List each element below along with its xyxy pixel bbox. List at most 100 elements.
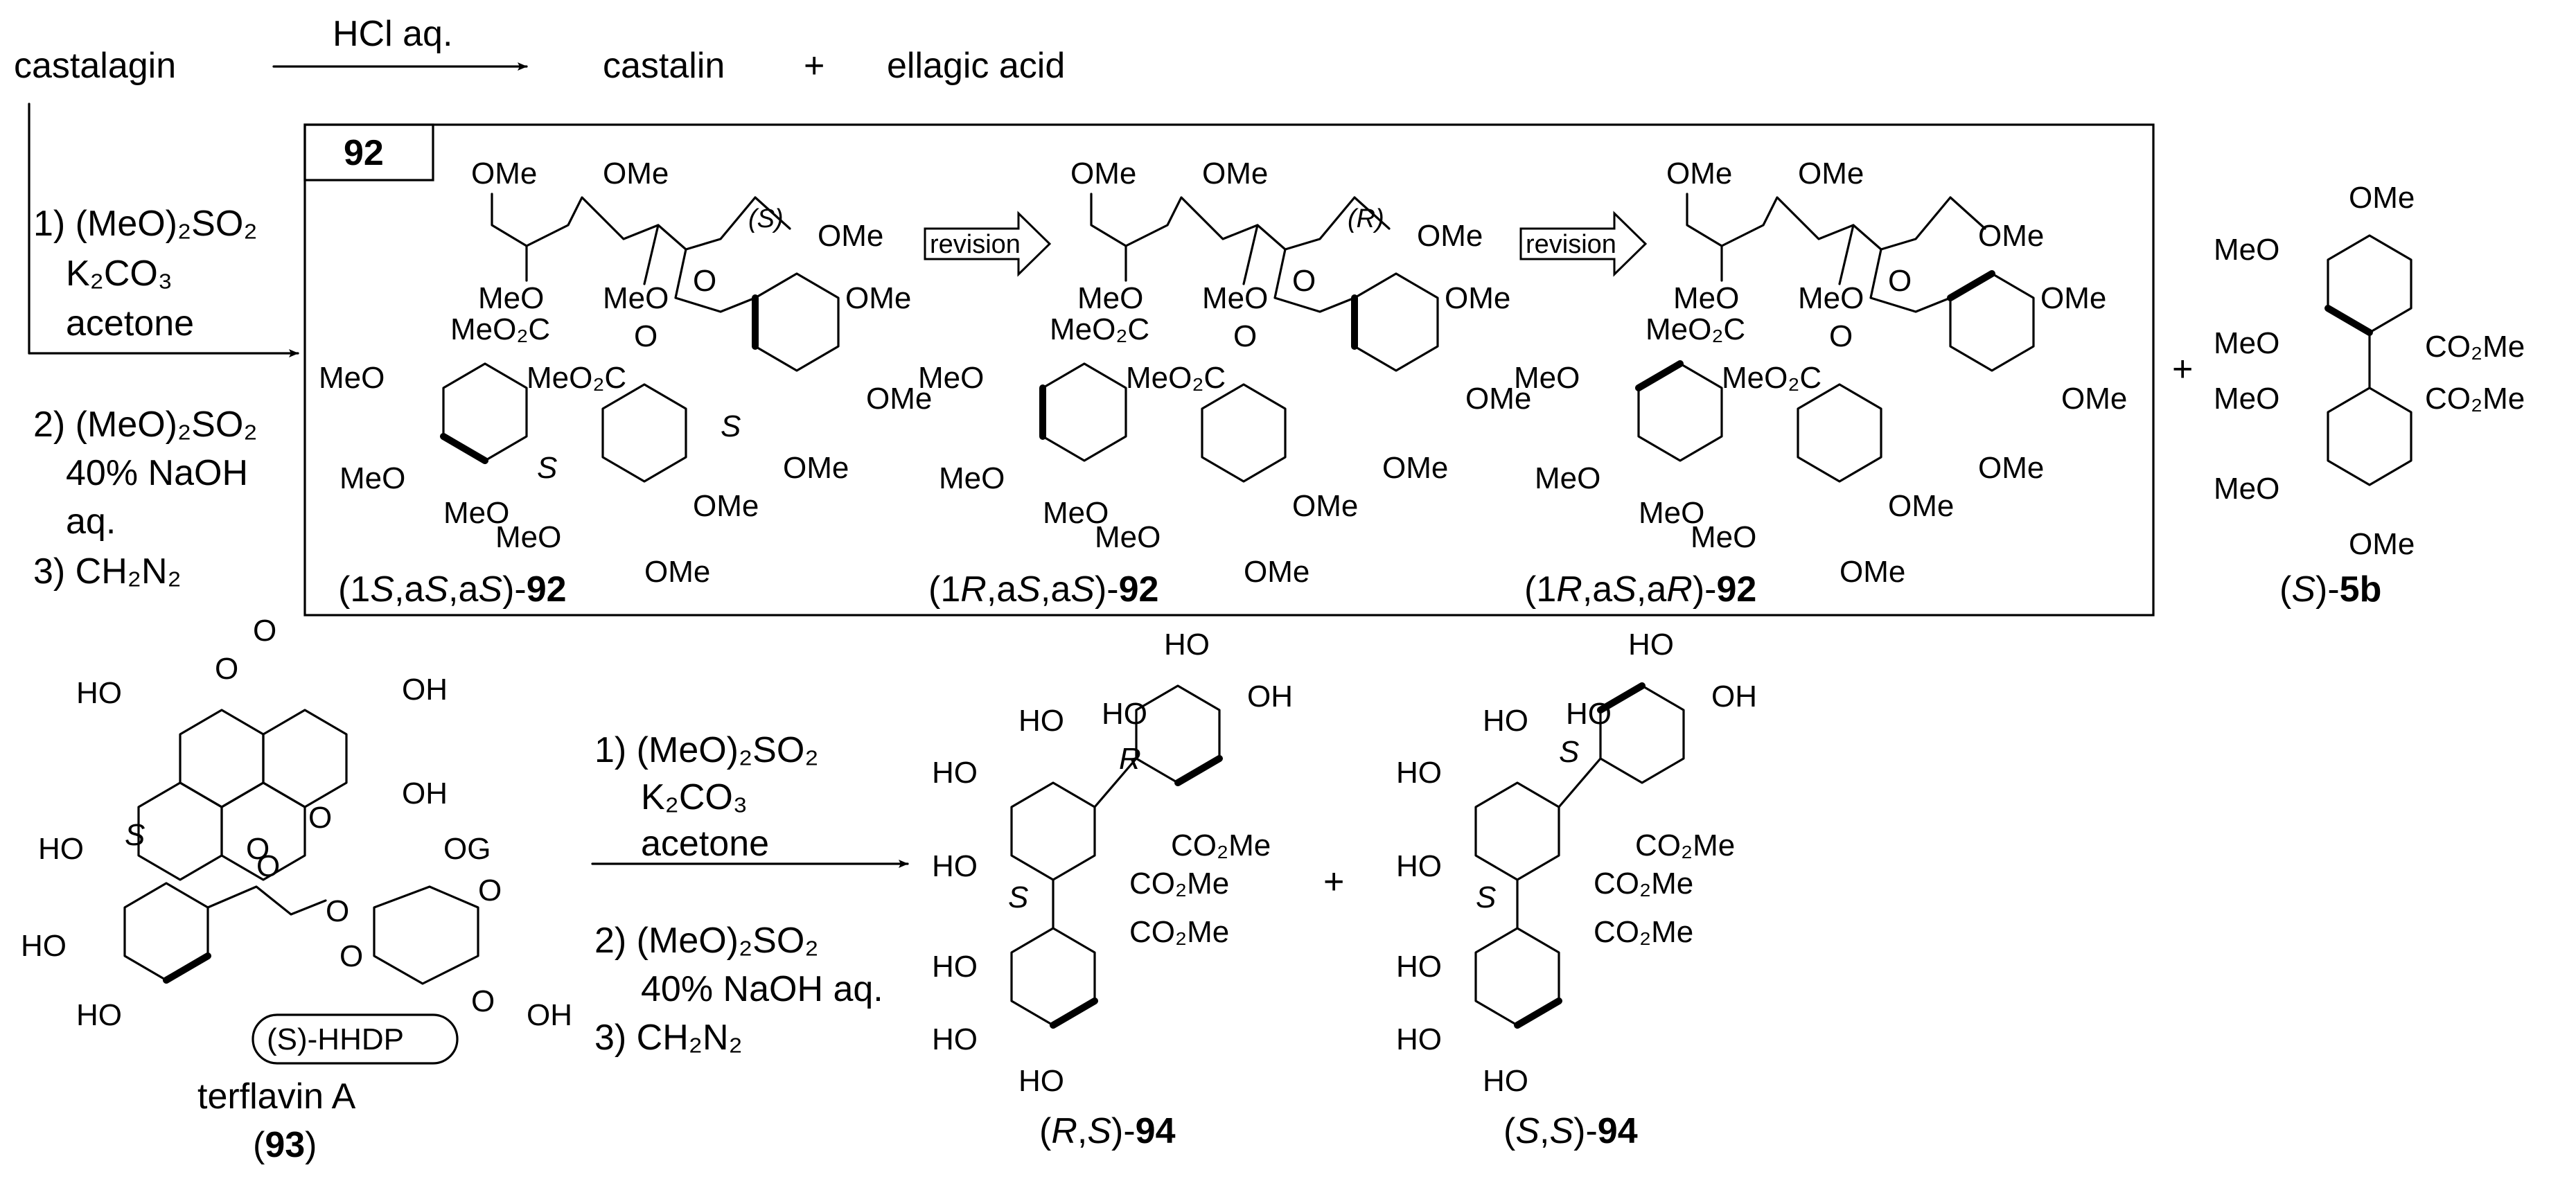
svg-text:MeO: MeO: [1514, 361, 1580, 395]
svg-text:O: O: [1292, 264, 1316, 298]
svg-text:OMe: OMe: [1202, 157, 1268, 190]
svg-text:OMe: OMe: [1978, 219, 2044, 253]
svg-text:(S): (S): [748, 204, 784, 233]
cond-bottom-4: 2) (MeO)₂SO₂: [594, 921, 819, 961]
ellagic-acid-label: ellagic acid: [887, 46, 1065, 86]
svg-text:HO: HO: [1396, 950, 1442, 984]
cond-left-2: K₂CO₃: [66, 254, 173, 294]
svg-text:CO₂Me: CO₂Me: [2425, 330, 2525, 364]
svg-text:OMe: OMe: [1888, 489, 1954, 523]
svg-text:MeO: MeO: [1673, 281, 1739, 315]
svg-text:OMe: OMe: [1666, 157, 1732, 190]
svg-text:O: O: [478, 874, 502, 907]
svg-text:O: O: [246, 832, 270, 866]
svg-text:HO: HO: [1483, 1064, 1528, 1098]
castalagin-label: castalagin: [14, 46, 176, 86]
svg-text:MeO: MeO: [939, 461, 1005, 495]
svg-text:MeO: MeO: [443, 496, 509, 530]
svg-text:OMe: OMe: [1978, 451, 2044, 485]
plus-sign-top: +: [804, 46, 824, 86]
svg-text:OMe: OMe: [1244, 555, 1309, 589]
svg-text:O: O: [308, 801, 332, 835]
terflavin-number: (93): [253, 1125, 317, 1165]
svg-text:MeO: MeO: [1691, 520, 1756, 554]
svg-text:HO: HO: [1396, 1022, 1442, 1056]
svg-text:OMe: OMe: [783, 451, 849, 485]
svg-text:MeO: MeO: [339, 461, 405, 495]
svg-text:HO: HO: [932, 1022, 978, 1056]
svg-text:OMe: OMe: [471, 157, 537, 190]
svg-text:MeO₂C: MeO₂C: [1050, 312, 1149, 346]
svg-text:OMe: OMe: [2349, 181, 2415, 215]
svg-text:MeO₂C: MeO₂C: [1126, 361, 1226, 395]
label-92-1SaSaS: (1S,aS,aS)-92: [338, 569, 567, 610]
box-92: [303, 123, 2155, 617]
cond-bottom-1: 1) (MeO)₂SO₂: [594, 730, 819, 770]
svg-text:S: S: [1476, 880, 1496, 914]
svg-text:O: O: [634, 319, 658, 353]
svg-text:MeO: MeO: [918, 361, 984, 395]
svg-text:MeO: MeO: [1043, 496, 1109, 530]
revision-label-1: revision: [930, 230, 1021, 259]
cond-bottom-3: acetone: [641, 824, 769, 864]
structure-92-1SaSaS: OMe OMe MeO MeO OMe (S) O O OMe OMe OMe …: [319, 157, 932, 589]
svg-text:OMe: OMe: [866, 382, 932, 416]
svg-text:MeO: MeO: [1639, 496, 1704, 530]
revision-label-2: revision: [1526, 230, 1616, 259]
svg-text:MeO: MeO: [2214, 382, 2279, 416]
svg-text:CO₂Me: CO₂Me: [1594, 915, 1693, 949]
svg-text:HO: HO: [1396, 756, 1442, 790]
structure-92-1RaSaR: OMe OMe MeO MeO OMe O O OMe OMe OMe MeO₂…: [1514, 157, 2127, 589]
svg-text:MeO: MeO: [478, 281, 544, 315]
svg-text:O: O: [1233, 319, 1257, 353]
plus-sign-94: +: [1323, 862, 1344, 902]
cond-left-5: 40% NaOH: [66, 453, 248, 493]
cond-left-4: 2) (MeO)₂SO₂: [33, 405, 258, 445]
svg-text:OMe: OMe: [603, 157, 669, 190]
revision-arrow-1: revision: [924, 211, 1052, 277]
svg-text:MeO: MeO: [319, 361, 385, 395]
label-94-SS: (S,S)-94: [1503, 1111, 1638, 1151]
svg-text:OMe: OMe: [1417, 219, 1483, 253]
svg-text:MeO₂C: MeO₂C: [527, 361, 626, 395]
cond-bottom-2: K₂CO₃: [641, 777, 748, 817]
svg-text:HO: HO: [1018, 704, 1064, 738]
svg-text:OMe: OMe: [1798, 157, 1864, 190]
svg-text:HO: HO: [1102, 697, 1147, 731]
svg-text:OMe: OMe: [818, 219, 883, 253]
left-conditions: 1) (MeO)₂SO₂ K₂CO₃ acetone 2) (MeO)₂SO₂ …: [33, 204, 258, 592]
svg-text:HO: HO: [1396, 849, 1442, 883]
svg-text:OG: OG: [443, 832, 491, 866]
plus-sign-5b: +: [2172, 349, 2193, 389]
cond-left-3: acetone: [66, 303, 194, 344]
structure-94-RS: HO OH HO HO R HO HO CO₂Me CO₂Me S CO₂Me …: [932, 628, 1293, 1098]
svg-text:HO: HO: [932, 849, 978, 883]
box-92-tag: 92: [344, 133, 384, 173]
svg-text:CO₂Me: CO₂Me: [1635, 828, 1735, 862]
svg-text:HO: HO: [1018, 1064, 1064, 1098]
svg-text:MeO: MeO: [1798, 281, 1864, 315]
label-94-RS: (R,S)-94: [1039, 1111, 1176, 1151]
svg-text:OH: OH: [1247, 680, 1293, 713]
cond-left-6: aq.: [66, 502, 116, 542]
hcl-reagent: HCl aq.: [333, 14, 452, 54]
svg-text:OMe: OMe: [1840, 555, 1905, 589]
svg-text:S: S: [1559, 735, 1579, 769]
terflavin-name: terflavin A: [197, 1076, 356, 1117]
cond-bottom-6: 3) CH₂N₂: [594, 1018, 743, 1058]
svg-text:OH: OH: [402, 777, 448, 810]
svg-text:S: S: [721, 409, 741, 443]
svg-text:OMe: OMe: [2349, 527, 2415, 561]
svg-text:OH: OH: [527, 998, 572, 1032]
svg-text:O: O: [256, 849, 280, 883]
bottom-conditions: 1) (MeO)₂SO₂ K₂CO₃ acetone 2) (MeO)₂SO₂ …: [594, 730, 883, 1058]
svg-text:O: O: [215, 652, 238, 686]
svg-text:O: O: [253, 614, 276, 648]
svg-text:MeO: MeO: [495, 520, 561, 554]
svg-text:HO: HO: [21, 929, 67, 963]
svg-text:MeO: MeO: [1535, 461, 1600, 495]
castalin-label: castalin: [603, 46, 725, 86]
svg-text:MeO: MeO: [2214, 326, 2279, 360]
svg-text:R: R: [1119, 742, 1141, 776]
